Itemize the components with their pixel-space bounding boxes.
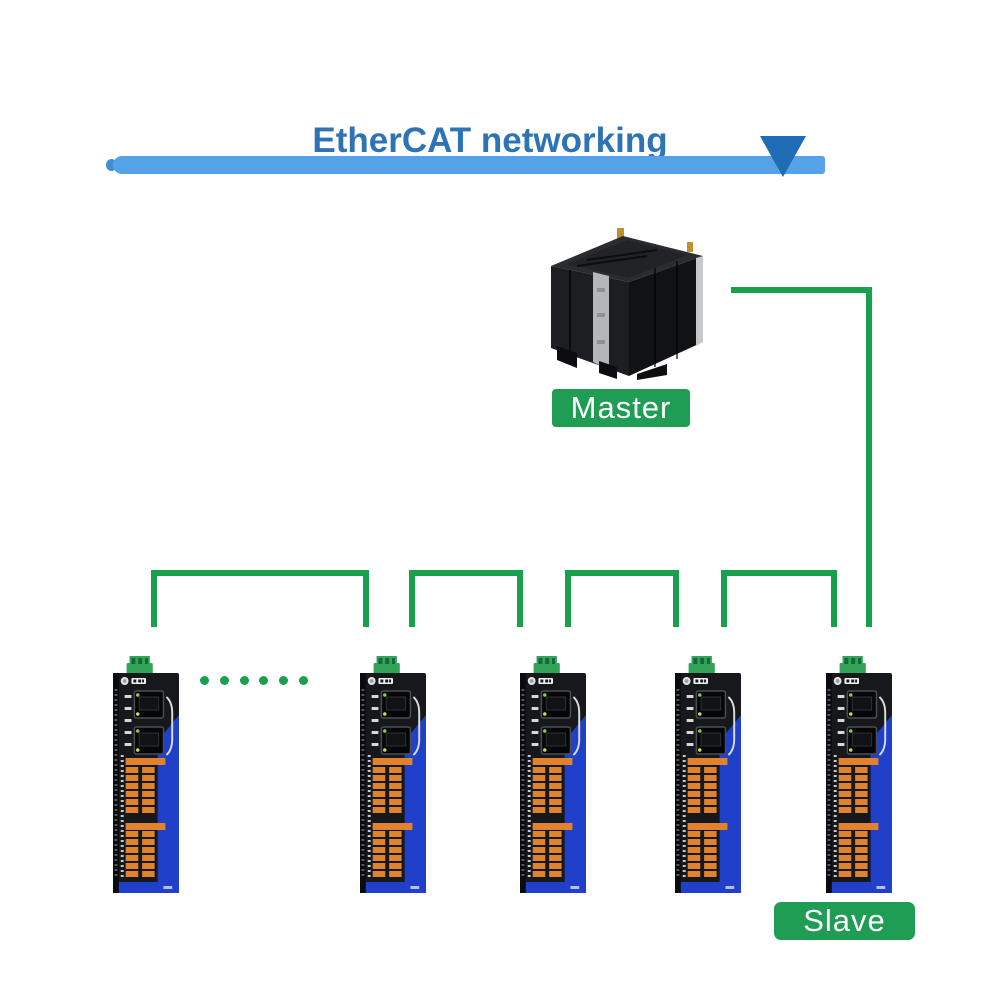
down-arrow-icon xyxy=(760,136,806,177)
green-dot-icon xyxy=(239,676,249,685)
wire-slave1-slave2 xyxy=(151,570,369,627)
title-underline-bar xyxy=(113,156,825,174)
slave-label: Slave xyxy=(774,902,915,940)
master-pin-1 xyxy=(617,228,624,239)
green-dot-icon xyxy=(279,676,289,685)
green-dot-icon xyxy=(298,676,308,685)
master-plc-image xyxy=(551,228,703,380)
green-dot-icon xyxy=(259,676,269,685)
wire-slave3-slave4 xyxy=(565,570,679,627)
green-dot-icon xyxy=(219,676,229,685)
wire-slave2-slave3 xyxy=(409,570,523,627)
master-label: Master xyxy=(552,389,690,427)
master-pin-2 xyxy=(687,242,693,252)
green-dot-icon xyxy=(200,676,209,685)
title-bar-end-cap xyxy=(106,159,117,171)
page-title: EtherCAT networking xyxy=(312,121,668,160)
ellipsis-dots xyxy=(200,676,308,685)
wire-master-to-slave5 xyxy=(731,287,872,627)
wire-slave4-slave5 xyxy=(721,570,837,627)
